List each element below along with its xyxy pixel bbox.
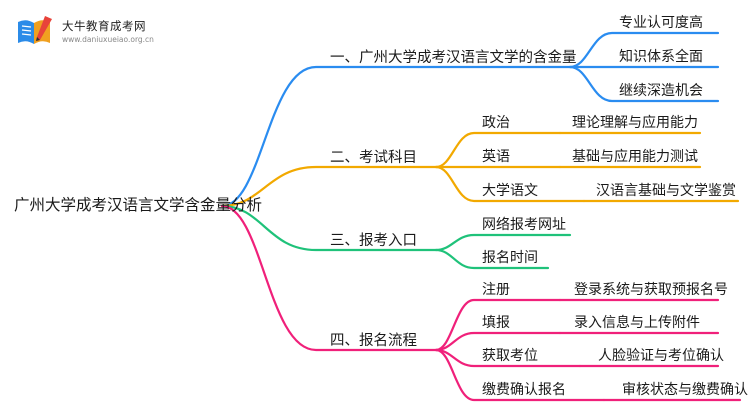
branch-1-leaf-2: 知识体系全面 (619, 49, 703, 65)
link-branch-3-leaf-1 (434, 233, 572, 252)
branch-2-subject-1: 政治 (482, 115, 510, 131)
branch-4-step-2: 填报 (482, 315, 510, 331)
branch-4-step-1: 注册 (482, 282, 510, 298)
book-pencil-logo-icon (18, 16, 52, 44)
branch-1-leaf-3: 继续深造机会 (619, 83, 703, 99)
branch-1-leaf-1: 专业认可度高 (619, 15, 703, 31)
brand-url: www.daniuxueiao.org.cn (62, 35, 154, 44)
branch-2-detail-2: 基础与应用能力测试 (572, 149, 698, 165)
brand-name: 大牛教育成考网 (62, 19, 146, 33)
branch-2-detail-1: 理论理解与应用能力 (572, 115, 698, 131)
link-branch-3-leaf-2 (434, 248, 550, 270)
branch-2-detail-3: 汉语言基础与文学鉴赏 (596, 183, 736, 199)
link-root-branch-1 (220, 65, 572, 208)
branch-2-topic: 二、考试科目 (330, 150, 417, 166)
branch-3-leaf-2: 报名时间 (482, 250, 538, 266)
link-branch-4-sub-1 (434, 298, 562, 352)
link-branch-4-sub-4 (434, 348, 606, 402)
branch-4-detail-1: 登录系统与获取预报名号 (574, 282, 728, 298)
branch-4-topic: 四、报名流程 (330, 333, 417, 349)
link-branch-1-leaf-1 (568, 31, 720, 69)
link-branch-2-sub-3 (434, 165, 586, 203)
branch-4-step-4: 缴费确认报名 (482, 382, 566, 398)
brand-logo: 大牛教育成考网 www.daniuxueiao.org.cn (14, 14, 210, 54)
link-root-branch-3 (220, 204, 438, 252)
branch-4-step-3: 获取考位 (482, 348, 538, 364)
branch-4-detail-2: 录入信息与上传附件 (574, 315, 700, 331)
link-branch-2-sub-1 (434, 131, 562, 169)
branch-4-detail-3: 人脸验证与考位确认 (598, 348, 724, 364)
branch-3-leaf-1: 网络报考网址 (482, 217, 566, 233)
root-topic: 广州大学成考汉语言文学含金量分析 (14, 196, 263, 214)
branch-3-topic: 三、报考入口 (330, 233, 417, 249)
link-root-branch-2 (220, 165, 438, 208)
link-root-branch-4 (220, 204, 438, 352)
link-branch-1-leaf-3 (568, 65, 720, 103)
branch-1-topic: 一、广州大学成考汉语言文学的含金量 (330, 50, 577, 66)
branch-2-subject-2: 英语 (482, 149, 510, 165)
branch-2-subject-3: 大学语文 (482, 183, 538, 199)
branch-4-detail-4: 审核状态与缴费确认 (622, 382, 748, 398)
